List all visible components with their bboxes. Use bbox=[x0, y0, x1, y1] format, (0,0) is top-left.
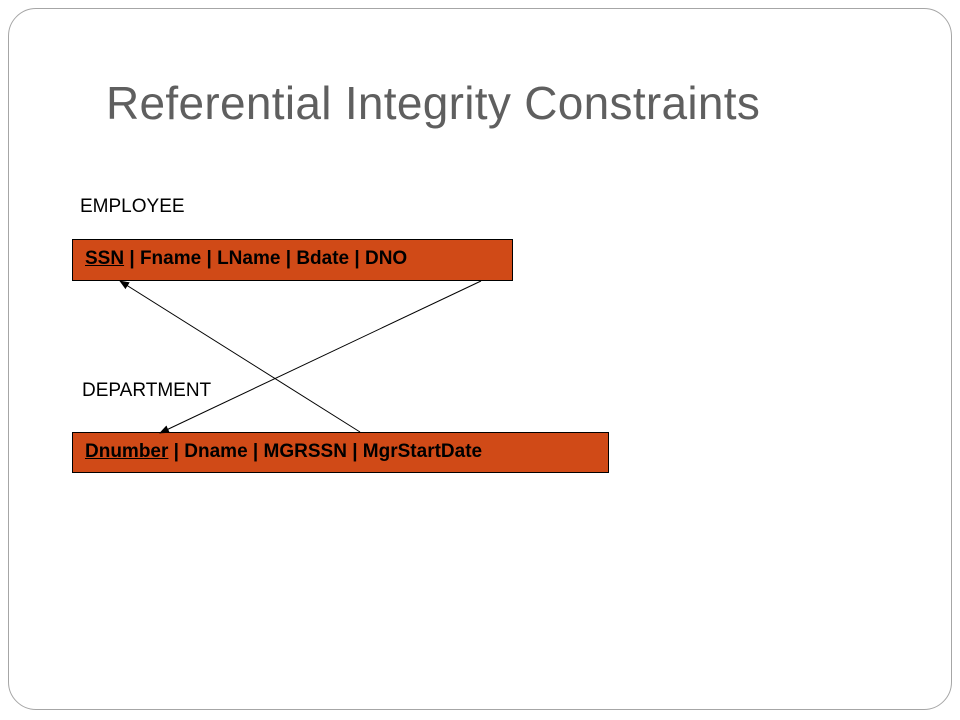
attribute-separator: | bbox=[201, 248, 218, 269]
attribute: MGRSSN bbox=[263, 441, 347, 462]
department-schema-box: Dnumber | Dname | MGRSSN | MgrStartDate bbox=[72, 432, 609, 473]
attribute: DNO bbox=[364, 248, 408, 269]
attribute-separator: | bbox=[349, 248, 365, 269]
attribute: Dname bbox=[184, 441, 248, 462]
primary-key-attribute: SSN bbox=[85, 248, 125, 269]
attribute: MgrStartDate bbox=[362, 441, 483, 462]
attribute-separator: | bbox=[168, 441, 185, 462]
primary-key-attribute: Dnumber bbox=[85, 441, 169, 462]
attribute-separator: | bbox=[247, 441, 264, 462]
attribute: LName bbox=[217, 248, 281, 269]
slide-title: Referential Integrity Constraints bbox=[106, 77, 761, 129]
attribute: Bdate bbox=[296, 248, 350, 269]
attribute-separator: | bbox=[280, 248, 297, 269]
employee-schema-box: SSN | Fname | LName | Bdate | DNO bbox=[72, 239, 513, 281]
attribute-separator: | bbox=[346, 441, 363, 462]
employee-relation-name: EMPLOYEE bbox=[80, 196, 185, 217]
attribute: Fname bbox=[139, 248, 202, 269]
department-relation-name: DEPARTMENT bbox=[82, 380, 212, 401]
attribute-separator: | bbox=[124, 248, 140, 269]
